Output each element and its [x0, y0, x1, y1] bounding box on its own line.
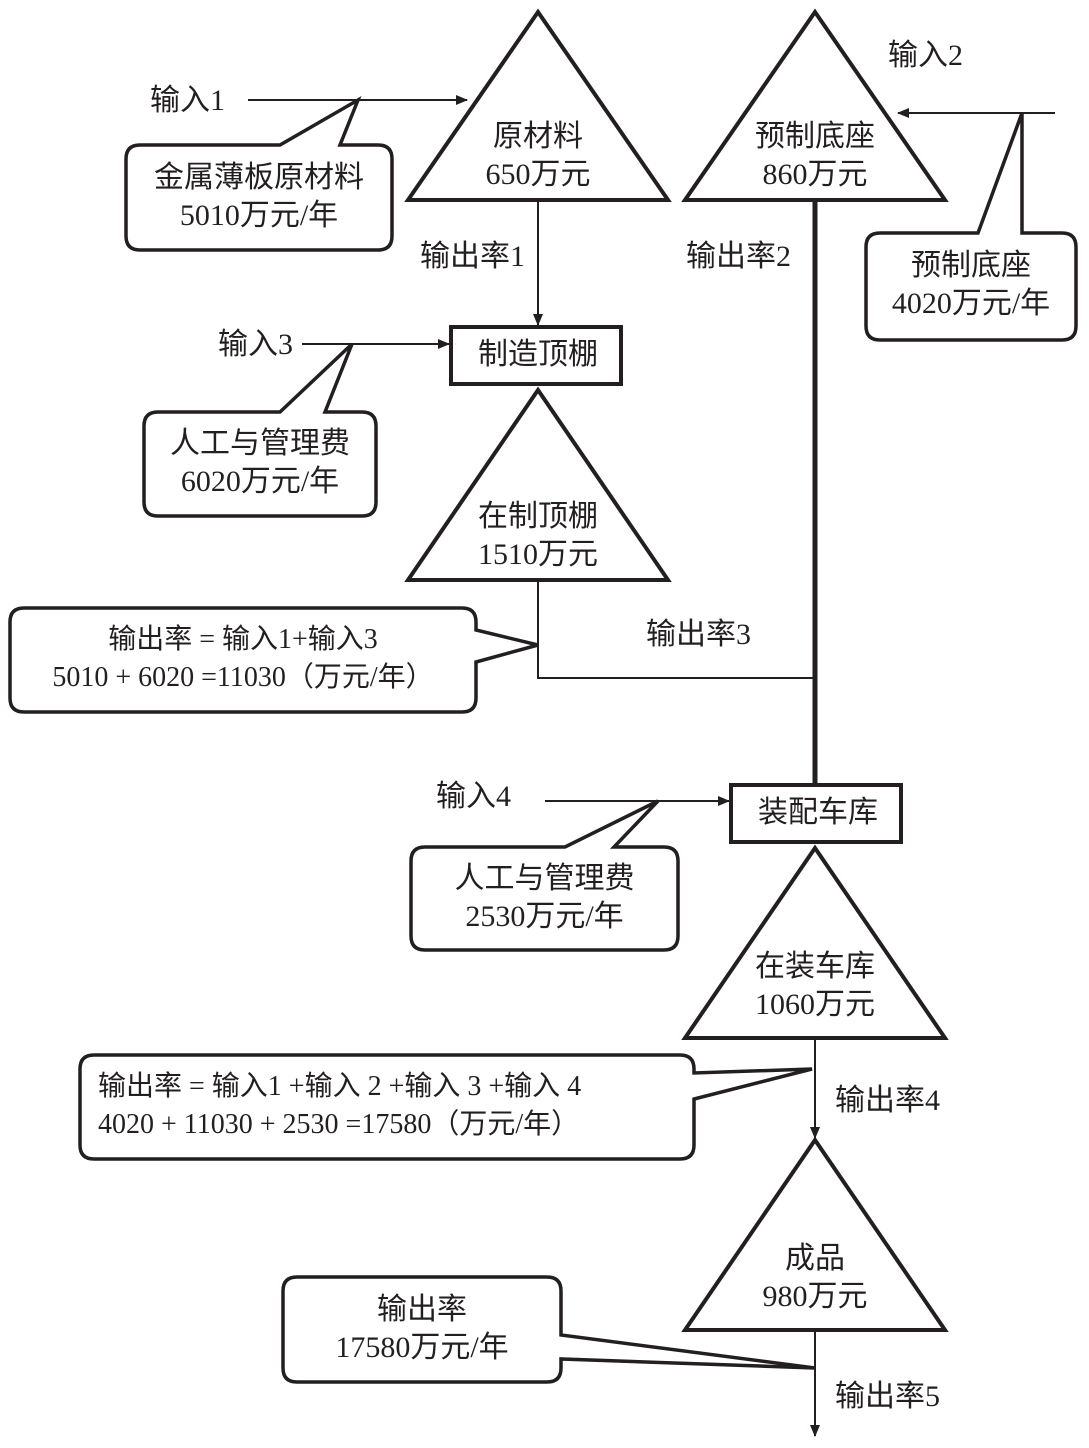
- stock-wip-garage-name: 在装车库: [755, 950, 875, 983]
- callout-rate3-formula: 输出率 = 输入1+输入3 5010 + 6020 =11030（万元/年）: [10, 621, 476, 697]
- callout-labor-roof-line1: 人工与管理费: [170, 427, 350, 460]
- callout-labor-roof-shape: [142, 342, 378, 518]
- callout-rate4-formula-line1: 输出率 = 输入1 +输入 2 +输入 3 +输入 4: [98, 1071, 582, 1102]
- callout-labor-garage-line1: 人工与管理费: [454, 862, 635, 895]
- callout-prefab-base-line2: 4020万元/年: [891, 287, 1051, 320]
- callout-metal-sheet-line2: 5010万元/年: [179, 199, 339, 232]
- callout-rate5-value-line1: 输出率: [377, 1293, 467, 1326]
- callout-prefab-base-shape: [864, 112, 1078, 342]
- callout-labor-garage-line2: 2530万元/年: [465, 900, 624, 933]
- stock-raw: 原材料 650万元: [458, 118, 618, 194]
- callout-labor-garage: 人工与管理费 2530万元/年: [411, 860, 678, 936]
- stock-wip-roof-name: 在制顶棚: [478, 500, 598, 533]
- callout-rate4-formula-line2: 4020 + 11030 + 2530 =17580（万元/年）: [98, 1109, 580, 1140]
- callout-labor-garage-shape: [409, 799, 680, 952]
- callout-rate5-value: 输出率 17580万元/年: [283, 1291, 561, 1367]
- stock-wip-garage: 在装车库 1060万元: [735, 948, 895, 1024]
- callout-rate4-formula-shape: [78, 1053, 813, 1161]
- rate5-label: 输出率5: [835, 1380, 940, 1413]
- rate3-line: [537, 580, 815, 679]
- input4-label: 输入4: [436, 780, 511, 813]
- stock-raw-value: 650万元: [485, 158, 591, 191]
- process-make-roof-box: [449, 325, 623, 386]
- stock-finished-value: 980万元: [762, 1280, 868, 1313]
- stock-wip-roof-value: 1510万元: [478, 538, 598, 571]
- rate4-label: 输出率4: [835, 1084, 940, 1117]
- rate2-label: 输出率2: [686, 240, 791, 273]
- rate3-label: 输出率3: [646, 618, 751, 651]
- stock-wip-garage-value: 1060万元: [755, 988, 875, 1021]
- input1-label: 输入1: [150, 84, 225, 117]
- stock-finished: 成品 980万元: [735, 1240, 895, 1316]
- callout-rate3-formula-line2: 5010 + 6020 =11030（万元/年）: [52, 662, 434, 693]
- stock-finished-name: 成品: [785, 1242, 845, 1275]
- stock-base-name: 预制底座: [755, 120, 875, 153]
- callout-metal-sheet-shape: [124, 95, 394, 252]
- process-make-roof: 制造顶棚: [478, 338, 598, 371]
- rate1-label: 输出率1: [420, 240, 525, 273]
- callout-labor-roof: 人工与管理费 6020万元/年: [144, 425, 376, 501]
- callout-rate3-formula-shape: [8, 606, 539, 714]
- callout-rate3-formula-line1: 输出率 = 输入1+输入3: [108, 624, 378, 655]
- callout-rate4-formula: 输出率 = 输入1 +输入 2 +输入 3 +输入 4 4020 + 11030…: [98, 1068, 581, 1144]
- callout-labor-roof-line2: 6020万元/年: [180, 465, 340, 498]
- input2-label: 输入2: [888, 39, 963, 72]
- process-assemble: 装配车库: [758, 796, 878, 829]
- callout-rate5-value-shape: [281, 1275, 816, 1384]
- stock-base: 预制底座 860万元: [735, 118, 895, 194]
- callout-rate5-value-line2: 17580万元/年: [335, 1331, 509, 1364]
- stock-base-value: 860万元: [762, 158, 868, 191]
- callout-metal-sheet: 金属薄板原材料 5010万元/年: [126, 159, 392, 235]
- stock-raw-name: 原材料: [493, 120, 583, 153]
- callout-prefab-base: 预制底座 4020万元/年: [866, 247, 1076, 323]
- input3-label: 输入3: [218, 328, 293, 361]
- callout-prefab-base-line1: 预制底座: [911, 249, 1031, 282]
- callout-metal-sheet-line1: 金属薄板原材料: [154, 161, 364, 194]
- stock-wip-roof: 在制顶棚 1510万元: [458, 498, 618, 574]
